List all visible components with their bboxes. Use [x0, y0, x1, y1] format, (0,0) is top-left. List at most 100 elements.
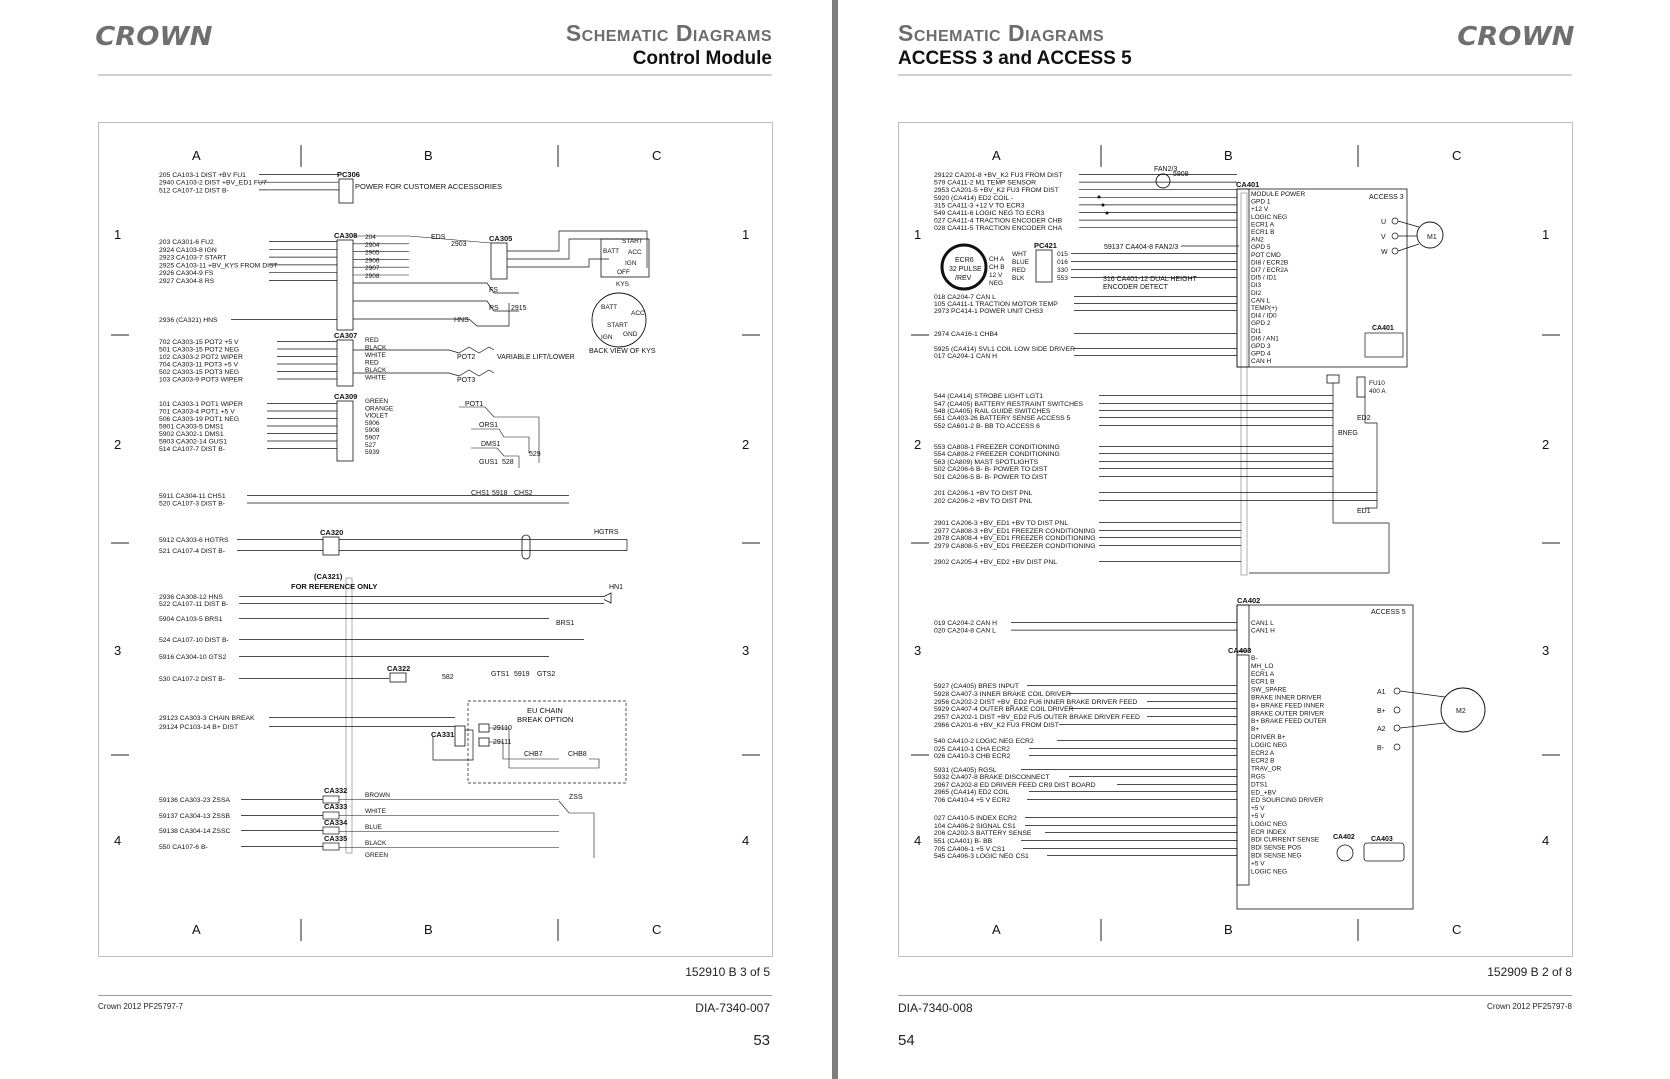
ca308-pin-label: 2906 [365, 257, 380, 264]
ca308-pin-label: 2907 [365, 265, 380, 272]
switch-hns-label: HNS [454, 317, 469, 324]
fuse-fu10 [1356, 376, 1366, 398]
pc421-blk: BLK [1012, 275, 1025, 282]
grid-row-2: 2 [914, 437, 921, 452]
ca403-pin-label: BDI SENSE POS [1251, 845, 1302, 852]
wire-label: 5929 CA407-4 OUTER BRAKE COIL DRIVER [934, 706, 1074, 713]
ecr6-encoder [940, 243, 988, 291]
wire-label: 522 CA107-11 DIST B- [159, 601, 228, 608]
brs1-label: BRS1 [556, 620, 574, 627]
gus1-label: GUS1 [479, 459, 498, 466]
ca403-pin-label: B+ BRAKE FEED INNER [1251, 702, 1324, 709]
motor-m2 [1440, 687, 1486, 733]
wire-label: 521 CA107-4 DIST B- [159, 548, 225, 555]
grid-col-b-bottom: B [1224, 922, 1233, 937]
hgtrs-label: HGTRS [594, 529, 619, 536]
ca309-pin-label: GREEN [365, 398, 388, 405]
ca402-pin-label: CAN1 H [1251, 628, 1275, 635]
wire-5918-label: 5918 [492, 490, 508, 497]
ca307-color-label: RED [365, 360, 379, 367]
wire-5919-label: 5919 [514, 671, 530, 678]
gts2-label: GTS2 [537, 671, 555, 678]
ca401-pin-label: ECR1 A [1251, 221, 1275, 228]
ca403-pin-label: RGS [1251, 774, 1266, 781]
sheet-reference: 152909 B 2 of 8 [1487, 965, 1572, 979]
wire-label: 2965 (CA414) ED2 COIL [934, 789, 1009, 796]
kys-acc: ACC [628, 249, 642, 256]
wire-label: 540 CA410-2 LOGIC NEG ECR2 [934, 738, 1034, 745]
wire-label: 201 CA206-1 +BV TO DIST PNL [934, 490, 1033, 497]
pot1-label: POT1 [465, 401, 483, 408]
pc421-wire-label: 016 [1057, 259, 1068, 266]
ca403-pin-label: SW_SPARE [1251, 687, 1287, 694]
grid-row-3-right: 3 [1542, 643, 1549, 658]
ca403-pin-label: ED SOURCING DRIVER [1251, 797, 1324, 804]
kys-off: OFF [617, 269, 630, 276]
wire-label: 59137 CA304-13 ZSSB [159, 813, 231, 820]
ca401-pin-label: GPD 4 [1251, 351, 1271, 358]
connector-ca322: CA322 [387, 664, 410, 673]
kys-back-start: START [607, 322, 628, 329]
ca401-pin-label: GPD 1 [1251, 199, 1271, 206]
pc421-wire-label: 015 [1057, 251, 1068, 258]
grid-row-2: 2 [114, 437, 121, 452]
wire-label: 026 CA410-3 CHB ECR2 [934, 753, 1011, 760]
wire-label: 502 CA206-6 B- B- POWER TO DIST [934, 466, 1047, 473]
page-title: Schematic Diagrams [565, 20, 772, 46]
wire-label: 5920 (CA414) ED2 COIL - [934, 195, 1013, 202]
left-page: CROWN Schematic Diagrams Control Module … [0, 0, 832, 1079]
wire-label: 29122 CA201-8 +BV_K2 FU3 FROM DIST [934, 172, 1063, 179]
ca308-pin-label: 2908 [365, 273, 380, 280]
ca403-pin-label: ECR2 B [1251, 758, 1274, 765]
wire-label: 2977 CA808-3 +BV_ED1 FREEZER CONDITIONIN… [934, 528, 1095, 535]
kys-back-batt: BATT [601, 304, 617, 311]
pot3-label: POT3 [457, 377, 475, 384]
wire-529-label: 529 [529, 451, 541, 458]
footer-doc-id: DIA-7340-007 [695, 1001, 770, 1015]
connector-ca309: CA309 [334, 392, 357, 401]
wire-label: 554 CA808-2 FREEZER CONDITIONING [934, 451, 1060, 458]
ca403-pin-label: +5 V [1251, 860, 1265, 867]
motor-v-label: V [1381, 234, 1386, 241]
ca403-pin-label: +5 V [1251, 813, 1265, 820]
wire-label: 29124 PC103-14 B+ DIST [159, 724, 238, 731]
motor-m2-label: M2 [1456, 708, 1466, 715]
connector-ca334: CA334 [324, 818, 348, 827]
wire-label: 027 CA411-4 TRACTION ENCODER CHB [934, 218, 1063, 225]
wire-label: 701 CA303-4 POT1 +5 V [159, 409, 235, 416]
wire-label: 506 CA303-19 POT1 NEG [159, 416, 239, 423]
motor-a2-label: A2 [1377, 726, 1386, 733]
wire-label: 2923 CA103-7 START [159, 255, 226, 262]
dms1-label: DMS1 [481, 441, 501, 448]
wire-label: 563 (CA809) MAST SPOTLIGHTS [934, 459, 1039, 466]
motor-u-label: U [1381, 219, 1386, 226]
ca401-pin-label: AN2 [1251, 237, 1264, 244]
ca401-pin-label: LOGIC NEG [1251, 214, 1287, 221]
pc421-chb: CH B [989, 264, 1005, 271]
grid-row-2-right: 2 [1542, 437, 1549, 452]
connector-ca320: CA320 [320, 528, 343, 537]
gts1-label: GTS1 [491, 671, 509, 678]
ca401-pin-label: GPD 3 [1251, 343, 1271, 350]
wire-label: 2966 CA201-6 +BV_K2 FU3 FROM DIST [934, 722, 1059, 729]
ca403-pin-label: BRAKE INNER DRIVER [1251, 695, 1322, 702]
ca309-pin-label: ORANGE [365, 405, 394, 412]
wire-label: 018 CA204-7 CAN L [934, 294, 996, 301]
motor-a1-label: A1 [1377, 689, 1386, 696]
wire-label: 104 CA406-2 SIGNAL CS1 [934, 823, 1016, 830]
grid-col-c: C [1452, 148, 1461, 163]
ecr6-pulse: 32 PULSE [949, 266, 982, 273]
fan-icon [1155, 173, 1171, 189]
ca403-pin-label: DTS1 [1251, 781, 1268, 788]
ca308-pin-label: 2905 [365, 250, 380, 257]
ca401-pin-label: TEMP(+) [1251, 305, 1277, 312]
wire-label: 2901 CA206-3 +BV_ED1 +BV TO DIST PNL [934, 520, 1068, 527]
ca401-pin-label: DI8 / ECR2B [1251, 259, 1288, 266]
ca403-pin-label: +5 V [1251, 805, 1265, 812]
wire-label: 2926 CA304-9 FS [159, 270, 214, 277]
wire-label: 512 CA107-12 DIST B- [159, 187, 229, 194]
grid-col-a-bottom: A [992, 922, 1001, 937]
grid-row-1: 1 [914, 227, 921, 242]
ca309-pin-label: 5908 [365, 427, 380, 434]
kys-back-gnd: GND [623, 331, 638, 338]
